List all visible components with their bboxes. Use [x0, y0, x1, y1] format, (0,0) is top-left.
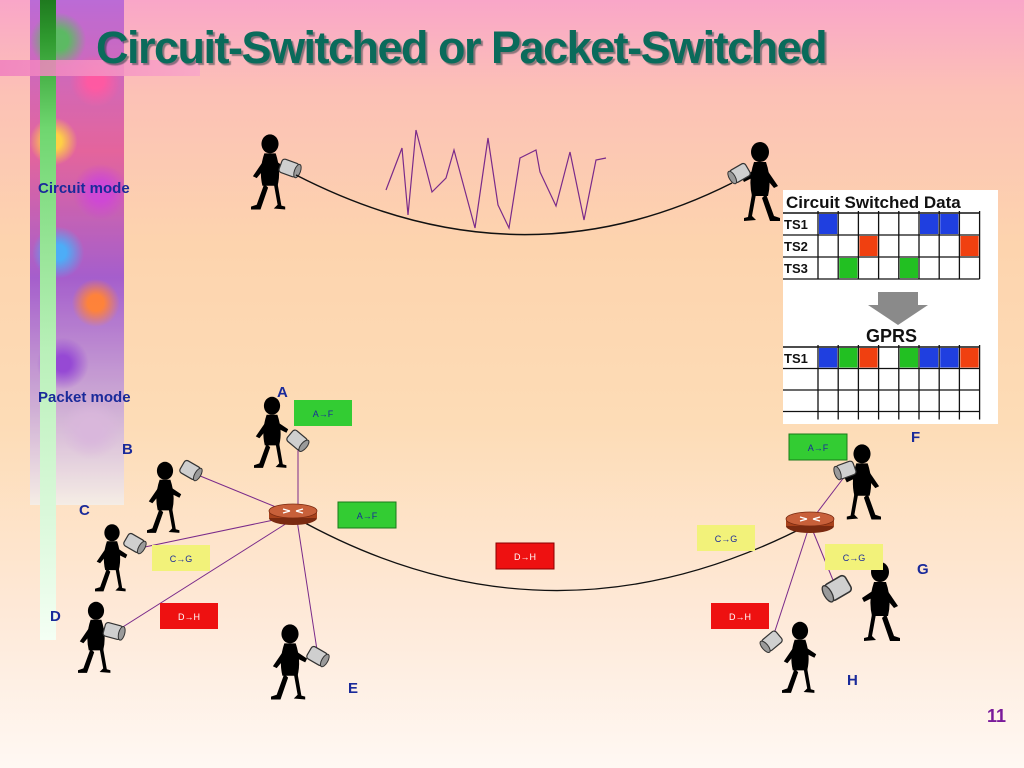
packet-c-g-1: C→G [152, 545, 210, 571]
packet-d-h-3: D→H [711, 603, 769, 629]
router-right-icon [785, 511, 835, 534]
circuit-person-left [251, 134, 304, 210]
csd-grid-bottom [783, 345, 981, 420]
svg-text:A→F: A→F [313, 409, 334, 419]
node-label-d: D [50, 608, 61, 625]
timeslot-cell [940, 348, 959, 368]
timeslot-cell [859, 236, 878, 256]
timeslot-cell [899, 258, 918, 278]
csd-grid-top [783, 211, 981, 280]
timeslot-cell [920, 214, 939, 234]
node-label-f: F [911, 429, 920, 446]
packet-mode-label: Packet mode [38, 389, 131, 406]
timeslot-cell [859, 348, 878, 368]
timeslot-cell [899, 348, 918, 368]
node-label-a: A [277, 384, 288, 401]
packet-a-f-3: A→F [788, 433, 848, 461]
circuit-signal-wave [385, 129, 607, 231]
person-c [95, 524, 149, 592]
timeslot-cell [960, 348, 979, 368]
down-arrow-icon [868, 292, 928, 325]
timeslot-cell [920, 348, 939, 368]
backbone-link [295, 517, 811, 592]
circuit-mode-label: Circuit mode [38, 180, 130, 197]
green-accent-bar [40, 0, 56, 640]
timeslot-cell [940, 214, 959, 234]
router-left-icon [268, 503, 318, 526]
page-number: 11 [986, 706, 1006, 726]
timeslot-cell [819, 348, 838, 368]
packet-c-g-3: C→G [825, 544, 883, 570]
packet-a-f-2: A→F [337, 501, 397, 529]
person-g [819, 562, 900, 641]
svg-text:C→G: C→G [715, 534, 738, 544]
timeslot-cell [839, 258, 858, 278]
person-b [147, 458, 205, 533]
person-d [78, 601, 128, 673]
person-h [757, 621, 817, 693]
gprs-label: GPRS [866, 326, 917, 346]
svg-text:A→F: A→F [808, 443, 829, 453]
node-label-h: H [847, 672, 858, 689]
svg-text:D→H: D→H [514, 552, 536, 562]
packet-a-f-1: A→F [294, 400, 352, 426]
circuit-wire [295, 174, 733, 236]
svg-text:D→H: D→H [729, 612, 751, 622]
node-label-b: B [122, 441, 133, 458]
packet-d-h-2: D→H [495, 542, 555, 570]
svg-text:A→F: A→F [357, 511, 378, 521]
person-e [271, 624, 332, 700]
circuit-person-right [725, 142, 780, 221]
csd-chart: Circuit Switched Data TS1 TS2 TS3 GPRS T… [783, 190, 998, 424]
csd-row-label-ts1: TS1 [784, 217, 808, 232]
node-label-e: E [348, 680, 358, 697]
packet-c-g-2: C→G [697, 525, 755, 551]
packet-d-h-1: D→H [160, 603, 218, 629]
svg-text:D→H: D→H [178, 612, 200, 622]
csd-row-label-ts3: TS3 [784, 261, 808, 276]
node-label-g: G [917, 561, 929, 578]
csd-row-label-ts2: TS2 [784, 239, 808, 254]
csd-chart-title: Circuit Switched Data [786, 193, 961, 212]
node-label-c: C [79, 502, 90, 519]
svg-text:C→G: C→G [843, 553, 866, 563]
timeslot-cell [960, 236, 979, 256]
timeslot-cell [839, 348, 858, 368]
pink-accent-line [0, 60, 200, 76]
packet-links-left [117, 440, 318, 651]
gprs-row-label-ts1: TS1 [784, 351, 808, 366]
slide-title: Circuit-Switched or Packet-Switched [96, 22, 828, 73]
timeslot-cell [819, 214, 838, 234]
svg-text:C→G: C→G [170, 554, 193, 564]
